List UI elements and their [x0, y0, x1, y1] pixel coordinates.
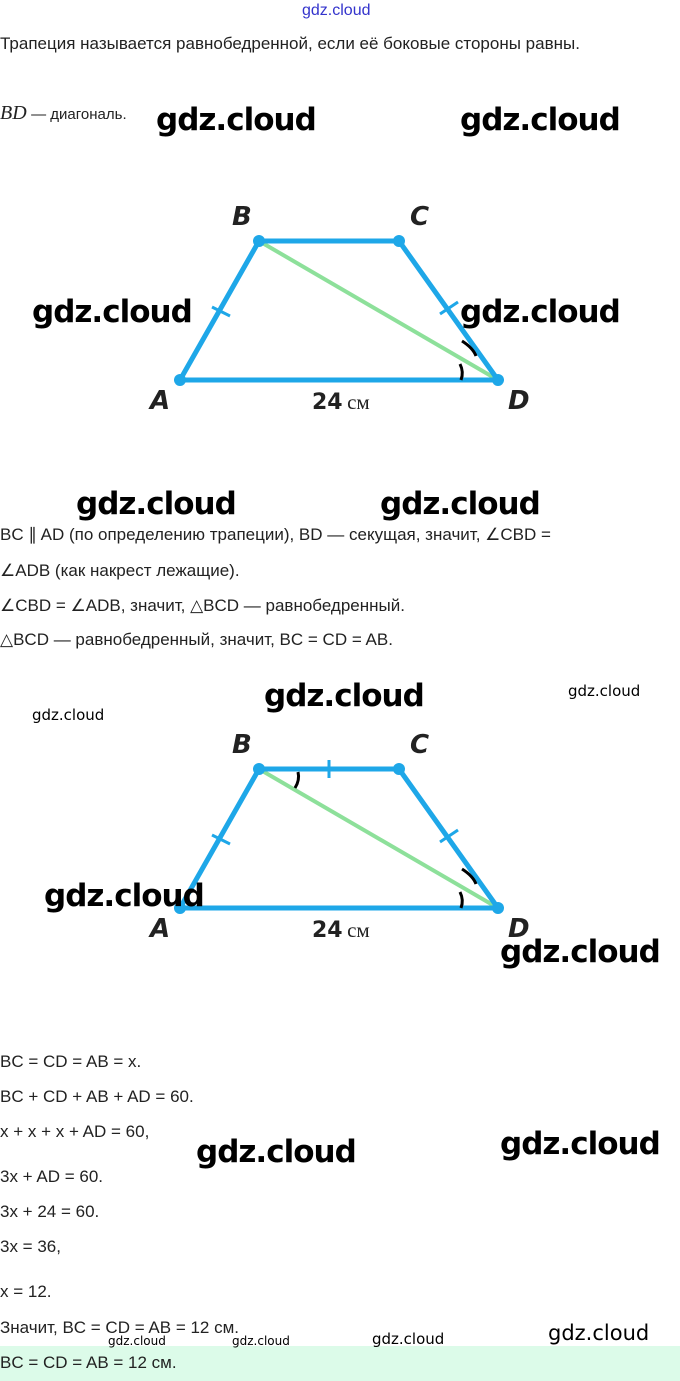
watermark: gdz.cloud	[568, 682, 641, 700]
answer-box: BC = CD = AB = 12 см.	[0, 1346, 680, 1381]
watermark: gdz.cloud	[264, 678, 425, 714]
equation-7: x = 12.	[0, 1282, 52, 1301]
watermark: gdz.cloud	[76, 486, 237, 522]
watermark: gdz.cloud	[460, 294, 621, 330]
watermark: gdz.cloud	[32, 706, 105, 724]
answer-text: BC = CD = AB = 12 см.	[0, 1353, 177, 1372]
definition-text: Трапеция называется равнобедренной, если…	[0, 34, 580, 53]
equation-3: x + x + x + AD = 60,	[0, 1122, 150, 1141]
watermark: gdz.cloud	[460, 102, 621, 138]
watermark: gdz.cloud	[500, 934, 661, 970]
reasoning-line-1: BC ∥ AD (по определению трапеции), BD — …	[0, 525, 551, 544]
watermark: gdz.cloud	[548, 1321, 650, 1345]
reasoning-line-2: ∠ADB (как накрест лежащие).	[0, 561, 240, 580]
equation-4: 3x + AD = 60.	[0, 1167, 104, 1186]
vertex-c-label: C	[410, 730, 430, 760]
reasoning-line-3: ∠CBD = ∠ADB, значит, △BCD — равнобедренн…	[0, 596, 405, 615]
equation-2: BC + CD + AB + AD = 60.	[0, 1087, 194, 1106]
trapezoid-1	[174, 235, 504, 386]
watermark: gdz.cloud	[156, 102, 317, 138]
vertex-a-label: A	[150, 386, 171, 416]
vertex-c-label: C	[410, 202, 430, 232]
watermark: gdz.cloud	[108, 1334, 166, 1348]
reasoning-line-4: △BCD — равнобедренный, значит, BC = CD =…	[0, 630, 393, 649]
watermark: gdz.cloud	[44, 878, 205, 914]
watermark: gdz.cloud	[32, 294, 193, 330]
watermark: gdz.cloud	[500, 1126, 661, 1162]
base-length-label: 24 см	[312, 918, 370, 943]
site-header-link[interactable]: gdz.cloud	[302, 2, 371, 19]
watermark: gdz.cloud	[372, 1330, 445, 1348]
watermark: gdz.cloud	[232, 1334, 290, 1348]
vertex-d-label: D	[508, 914, 530, 944]
vertex-b-label: B	[232, 202, 252, 232]
vertex-b-label: B	[232, 730, 252, 760]
watermark: gdz.cloud	[380, 486, 541, 522]
watermark: gdz.cloud	[196, 1134, 357, 1170]
trapezoid-2	[174, 760, 504, 914]
base-length-label: 24 см	[312, 390, 370, 415]
equation-6: 3x = 36,	[0, 1237, 61, 1256]
equation-1: BC = CD = AB = x.	[0, 1052, 142, 1071]
trapezoid-figures	[174, 235, 504, 914]
equation-5: 3x + 24 = 60.	[0, 1202, 100, 1221]
equation-8: Значит, BC = CD = AB = 12 см.	[0, 1318, 240, 1337]
diagonal-line: BD — диагональ.	[0, 102, 127, 124]
vertex-a-label: A	[150, 914, 171, 944]
vertex-d-label: D	[508, 386, 530, 416]
